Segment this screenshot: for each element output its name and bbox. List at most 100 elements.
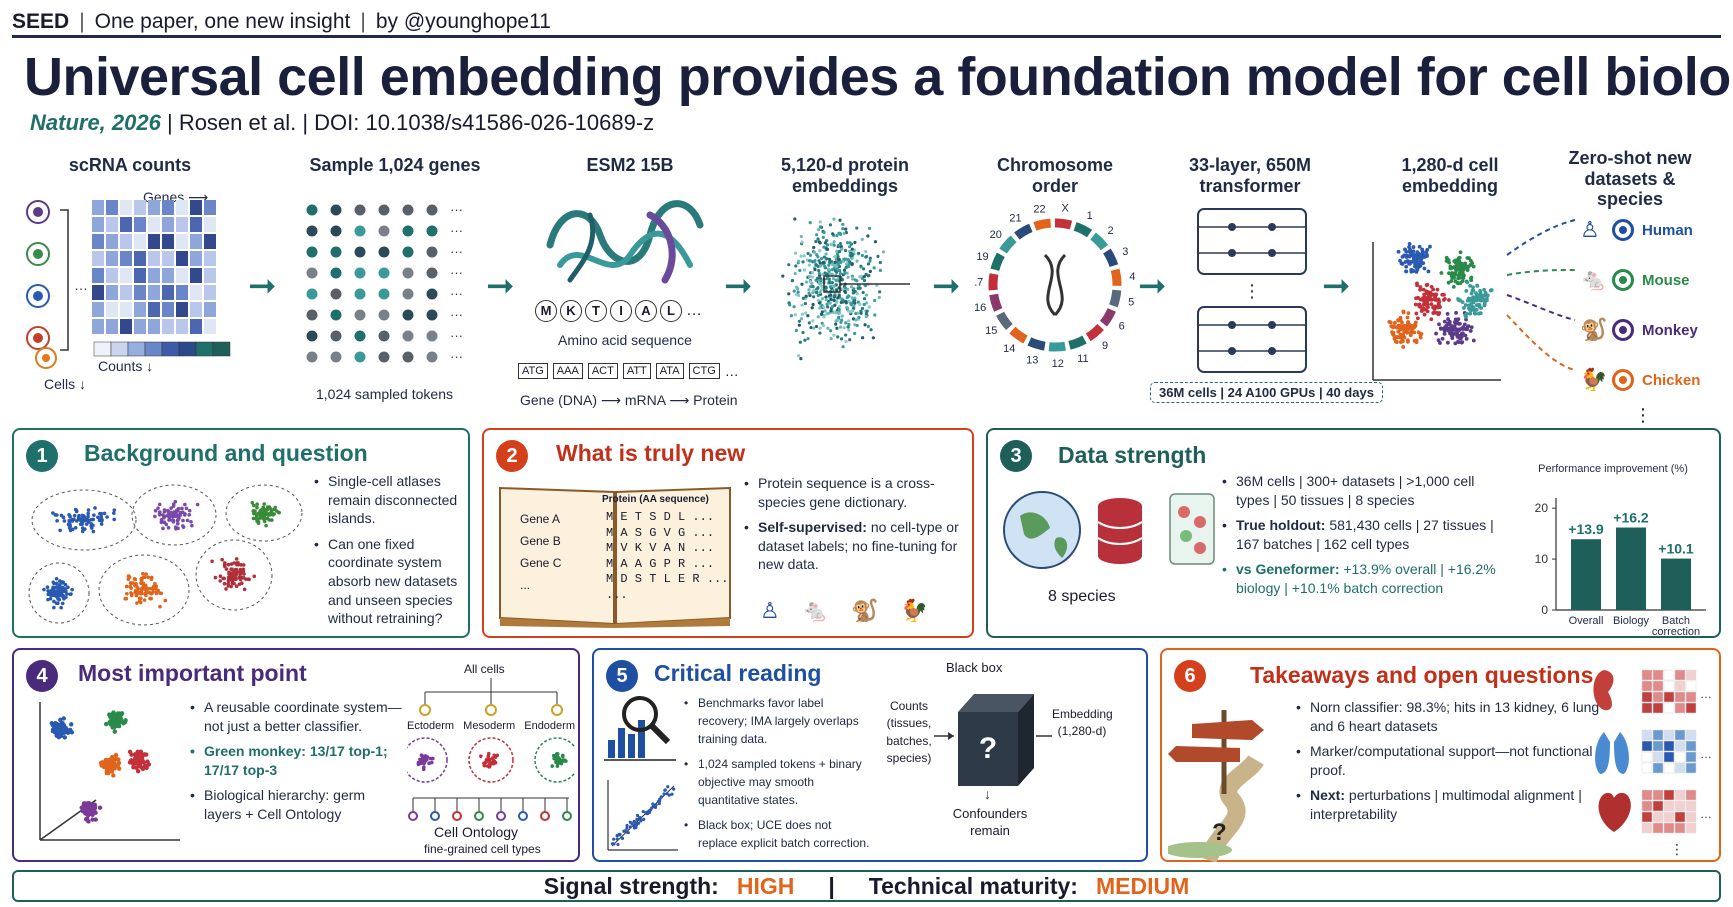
stage-label-chromosome: Chromosome order [996,155,1113,196]
chromosome-label: 2 [1107,225,1113,237]
pipeline-arrow: ➞ [1322,267,1351,305]
dna-icon [1043,253,1067,317]
panel-title: Critical reading [654,660,822,686]
bullet: vs Geneformer: +13.9% overall | +16.2% b… [1222,560,1502,597]
signpost-road-icon: ? [1168,710,1264,862]
bullet: Biological hierarchy: germ layers + Cell… [190,786,405,823]
panel-number: 4 [26,660,58,692]
svg-text:…: … [1700,807,1712,821]
panel-number: 1 [26,440,58,472]
embedding-cloud [781,217,910,361]
brand: SEED [12,9,70,33]
bullet: Norn classifier: 98.3%; hits in 13 kidne… [1296,698,1616,735]
stage-label-scrna: scRNA counts [68,155,192,175]
author: by @younghope11 [375,9,551,33]
panel-title: Most important point [78,660,307,686]
panel-critical-reading: 5 Critical reading Benchmarks favor labe… [592,648,1148,862]
globe-icon [1003,491,1081,569]
cell-icons: … [26,200,88,369]
y-tick-label: 20 [1535,501,1549,515]
svg-text:···: ··· [450,244,463,259]
species-name: Human [1642,221,1693,239]
svg-text:···: ··· [450,265,463,280]
stage-label-cell-embedding: 1,280-d cell embedding [1401,155,1499,196]
chromosome-label: 6 [1119,320,1125,332]
category-label: correction [1652,626,1700,636]
transformer-icon: ⋮ [1197,208,1307,373]
species-item: ♙ Human [1580,205,1725,255]
panel-title: Background and question [84,440,368,466]
critical-bullets: Benchmarks favor label recovery; IMA lar… [684,694,874,859]
bullet: True holdout: 581,430 cells | 27 tissues… [1222,516,1502,553]
book-gene: Gene B [520,534,561,548]
svg-text:···: ··· [450,286,463,301]
stage-label-protein-embeddings: 5,120-d protein embeddings [780,155,910,196]
species-caption: 8 species [1048,588,1116,605]
amino-acid-token: T [585,300,607,322]
counts-label: Counts ↓ [98,358,154,374]
black-box-label: Black box [946,660,1003,675]
panel-title: What is truly new [556,440,746,466]
zero-shot-arrows [1506,219,1576,371]
book-icon [499,486,731,628]
signal-value: HIGH [736,872,795,899]
stage-label-esm2: ESM2 15B [586,155,674,175]
chromosome-label: 4 [1129,271,1135,283]
chromosome-label: 19 [976,251,988,263]
black-box-icon: ? [934,694,1052,786]
bar [1661,558,1691,610]
codon-token: ATT [622,363,651,379]
y-tick-label: 0 [1541,603,1548,617]
takeaway-bullets: Norn classifier: 98.3%; hits in 13 kidne… [1296,698,1616,831]
species-icon: 🐒 [1580,317,1608,342]
data-label: +13.9 [1568,521,1604,537]
important-bullets: A reusable coordinate system—not just a … [190,698,405,831]
chromosome-label: 9 [1102,340,1108,352]
signal-label: Signal strength: [543,872,719,899]
bullet: Green monkey: 13/17 top-1; 17/17 top-3 [190,742,405,779]
3d-embedding [39,702,180,841]
panel-title: Data strength [1058,442,1207,468]
tree-root: All cells [464,662,505,676]
chromosome-label: 3 [1122,246,1128,258]
chromosome-label: 13 [1026,355,1038,367]
mouse-icon: 🐁 [801,598,830,623]
target-icon [1612,269,1634,291]
cell-embedding-cloud [1372,241,1501,381]
panel-number: 6 [1174,660,1206,692]
bullet: 1,024 sampled tokens + binary objective … [684,755,874,809]
chart-title: Performance improvement (%) [1538,463,1688,475]
stage-label-transformer: 33-layer, 650M transformer [1188,155,1312,196]
monkey-icon: 🐒 [851,598,879,623]
panel-number: 2 [496,440,528,472]
footer-divider: | [828,872,835,899]
svg-text:…: … [74,277,88,293]
species-name: Chicken [1642,371,1701,389]
slide-icon [1169,493,1215,565]
species-icons: ♙ 🐁 🐒 🐓 [760,598,928,624]
protein-structure-icon [546,200,704,284]
book-sequence: M D S T L E R ... [606,572,729,586]
svg-text:⋮: ⋮ [1670,841,1684,857]
book-sequence: M V K V A N ... [606,541,715,555]
svg-text:···: ··· [450,223,463,238]
bullet: Single-cell atlases remain disconnected … [314,472,462,528]
panel-what-is-new: 2 What is truly new Protein (AA sequence… [482,428,974,638]
chromosome-label: 16 [975,302,986,314]
kidney-icon [1593,670,1614,711]
panel-title: Takeaways and open questions [1250,662,1594,688]
y-tick-label: 10 [1535,552,1549,566]
page-title: Universal cell embedding provides a foun… [24,47,1733,107]
dna-flow: Gene (DNA) ⟶ mRNA ⟶ Protein [520,392,738,408]
svg-text:…: … [1700,687,1712,701]
ontology-tree [407,678,575,821]
bullet: Black box; UCE does not replace explicit… [684,816,874,852]
svg-text:···: ··· [450,307,463,322]
tagline: One paper, one new insight [94,9,351,33]
bar [1571,539,1601,610]
codon-token: AAA [552,363,583,379]
book-sequences: M E T S D L ...M A S G V G ...M V K V A … [606,510,728,603]
new-bullets: Protein sequence is a cross-species gene… [744,474,969,581]
